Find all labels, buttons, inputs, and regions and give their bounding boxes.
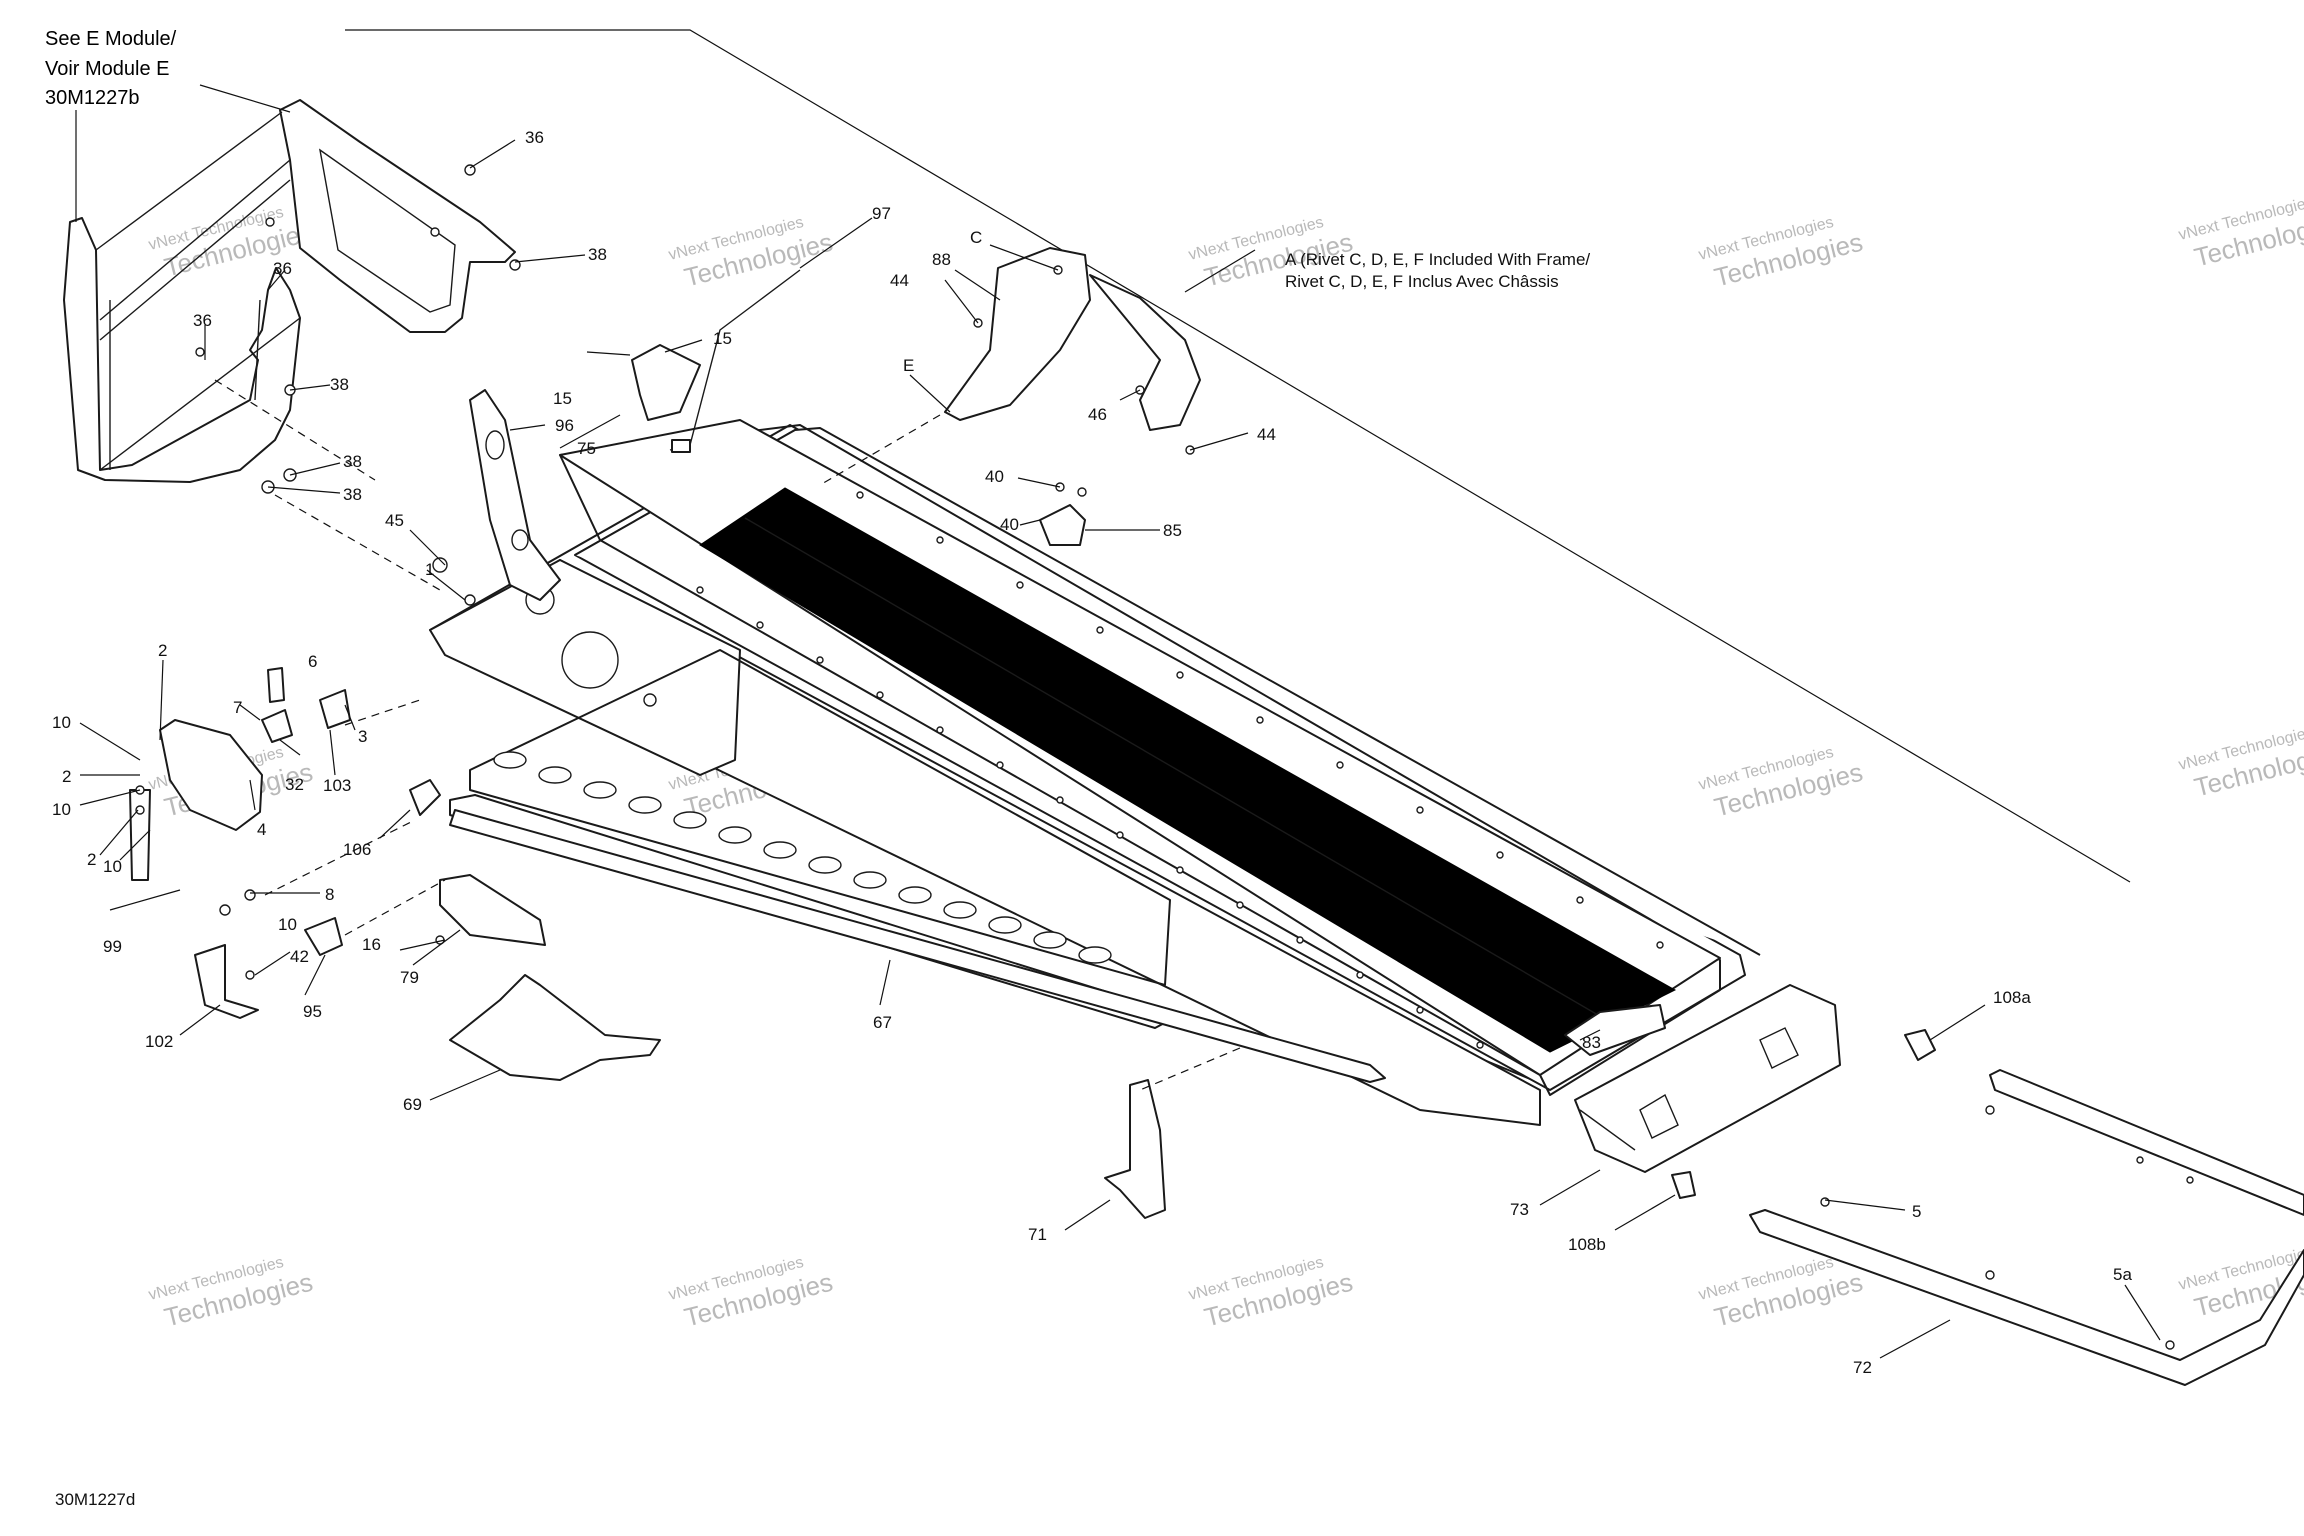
callout-38: 38 <box>330 375 349 394</box>
callout-106: 106 <box>343 840 371 859</box>
rivet-note-line2: Rivet C, D, E, F Inclus Avec Châssis <box>1285 272 1559 291</box>
document-code: 30M1227d <box>55 1490 135 1509</box>
callout-99: 99 <box>103 937 122 956</box>
callout-38: 38 <box>343 452 362 471</box>
callout-95: 95 <box>303 1002 322 1021</box>
callout-5: 5 <box>1912 1202 1921 1221</box>
callout-5a: 5a <box>2113 1265 2132 1284</box>
callout-97: 97 <box>872 204 891 223</box>
callout-103: 103 <box>323 776 351 795</box>
callout-88: 88 <box>932 250 951 269</box>
callout-15: 15 <box>713 329 732 348</box>
callout-10: 10 <box>52 713 71 732</box>
callout-2: 2 <box>158 641 167 660</box>
callout-46: 46 <box>1088 405 1107 424</box>
callout-71: 71 <box>1028 1225 1047 1244</box>
callout-72: 72 <box>1853 1358 1872 1377</box>
callout-2: 2 <box>87 850 96 869</box>
watermark: vNext Technologies Technologies <box>2177 724 2304 803</box>
chassis-tunnel <box>429 419 1761 1126</box>
small-parts <box>129 164 1995 1280</box>
callout-102: 102 <box>145 1032 173 1051</box>
callout-6: 6 <box>308 652 317 671</box>
callout-38: 38 <box>343 485 362 504</box>
callout-3: 3 <box>358 727 367 746</box>
assembly-dash-lines <box>214 379 1241 1091</box>
callout-10: 10 <box>52 800 71 819</box>
callout-7: 7 <box>233 698 242 717</box>
see-module-note-line1: See E Module/ <box>45 28 177 50</box>
watermark: vNext Technologies Technologies <box>147 1254 316 1333</box>
tunnel-running-strip <box>699 487 1677 1053</box>
callout-E: E <box>903 356 914 375</box>
callout-45: 45 <box>385 511 404 530</box>
see-module-note-line3: 30M1227b <box>45 87 140 109</box>
running-board-cutouts <box>493 751 1112 964</box>
callout-67: 67 <box>873 1013 892 1032</box>
callout-108b: 108b <box>1568 1235 1606 1254</box>
callout-83: 83 <box>1582 1033 1601 1052</box>
callout-44: 44 <box>1257 425 1276 444</box>
callout-108a: 108a <box>1993 988 2031 1007</box>
watermark: vNext Technologies Technologies <box>2177 194 2304 273</box>
callout-96: 96 <box>555 416 574 435</box>
notes: See E Module/ Voir Module E 30M1227b A (… <box>45 28 1590 1509</box>
rear-bumper-mount <box>1574 984 1841 1173</box>
callout-16: 16 <box>362 935 381 954</box>
running-board <box>449 649 1386 1083</box>
callout-8: 8 <box>325 885 334 904</box>
callout-36: 36 <box>525 128 544 147</box>
watermark: vNext Technologies Technologies <box>667 214 836 293</box>
rear-bumper <box>1749 1069 2304 1386</box>
callout-85: 85 <box>1163 521 1182 540</box>
callout-73: 73 <box>1510 1200 1529 1219</box>
callout-40: 40 <box>1000 515 1019 534</box>
callout-40: 40 <box>985 467 1004 486</box>
callout-75: 75 <box>577 439 596 458</box>
callout-44: 44 <box>890 271 909 290</box>
callout-C: C <box>970 228 982 247</box>
watermark: vNext Technologies Technologies <box>667 1254 836 1333</box>
callout-labels: 36 36 36 38 38 38 38 97 C 88 44 44 E 46 … <box>52 128 2132 1377</box>
watermark: vNext Technologies Technologies <box>1187 1254 1356 1333</box>
front-bulkhead-frame <box>63 99 516 483</box>
callout-15: 15 <box>553 389 572 408</box>
callout-32: 32 <box>285 775 304 794</box>
callout-38: 38 <box>588 245 607 264</box>
rivet-note-leader <box>1184 249 1256 293</box>
rivet-note-line1: A (Rivet C, D, E, F Included With Frame/ <box>1285 250 1590 269</box>
callout-4: 4 <box>257 820 266 839</box>
callout-10: 10 <box>278 915 297 934</box>
callout-36: 36 <box>193 311 212 330</box>
callout-10: 10 <box>103 857 122 876</box>
callout-42: 42 <box>290 947 309 966</box>
callout-79: 79 <box>400 968 419 987</box>
callout-2: 2 <box>62 767 71 786</box>
callout-leaders <box>75 84 2161 1359</box>
see-module-note-line2: Voir Module E <box>45 58 170 80</box>
tunnel-rivet-row <box>696 491 1664 1049</box>
callout-36: 36 <box>273 259 292 278</box>
watermark: vNext Technologies Technologies <box>1697 214 1866 293</box>
callout-1: 1 <box>425 560 434 579</box>
steering-support-post <box>469 389 561 601</box>
callout-69: 69 <box>403 1095 422 1114</box>
assembly-bracket-line <box>345 29 2131 883</box>
watermark: vNext Technologies Technologies <box>1697 744 1866 823</box>
